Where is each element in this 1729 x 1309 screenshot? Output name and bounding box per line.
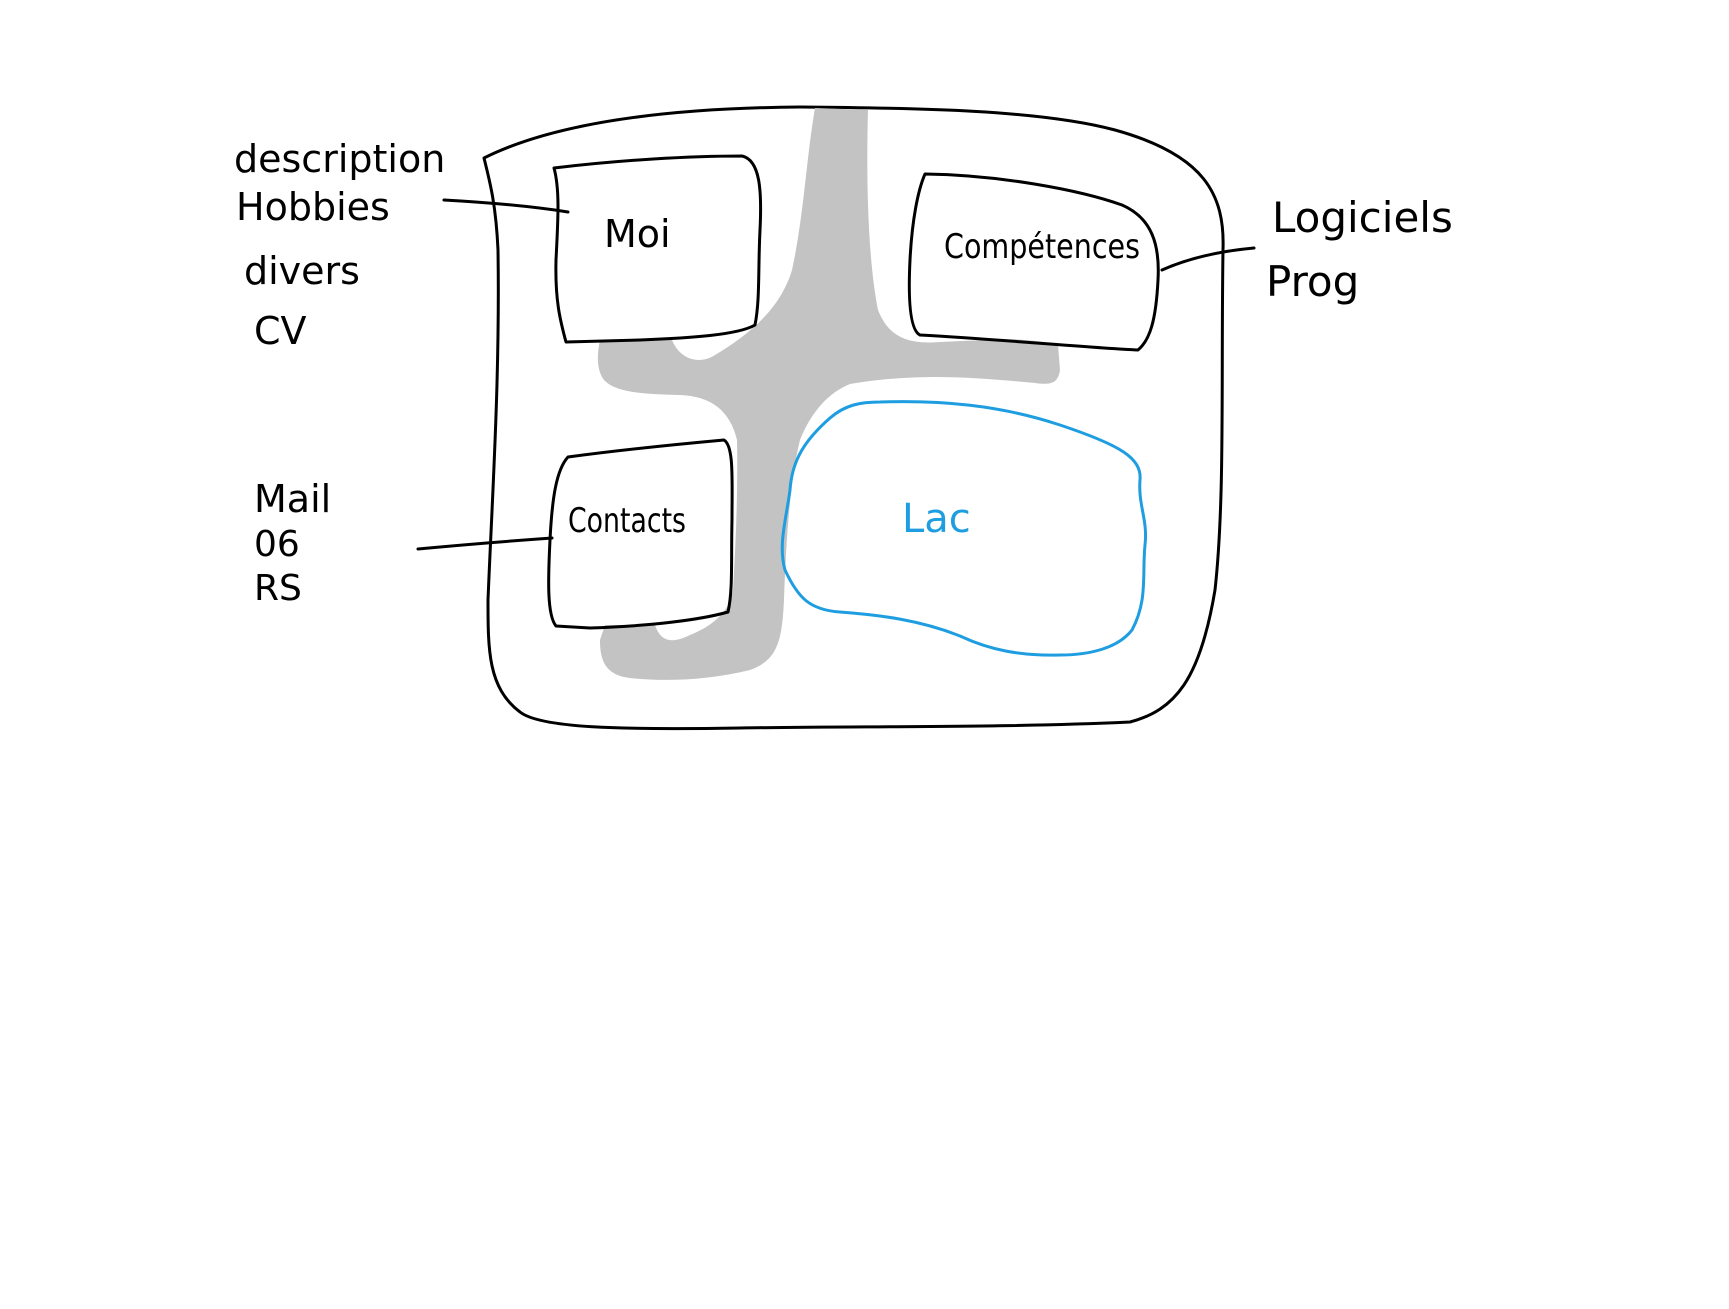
zone-moi-box <box>552 154 763 344</box>
note-moi-hobbies: Hobbies <box>236 185 390 229</box>
zone-lac-label: Lac <box>902 496 971 542</box>
zone-contacts-box <box>547 438 734 630</box>
map-outline <box>482 105 1225 731</box>
note-moi-description: description <box>234 137 445 181</box>
note-contacts-mail: Mail <box>254 477 331 521</box>
connector-contacts <box>416 536 554 551</box>
note-moi-divers: divers <box>244 249 360 293</box>
note-contacts-phone: 06 <box>254 524 300 565</box>
zone-contacts-label: Contacts <box>568 501 686 541</box>
connector-competences <box>1160 246 1256 272</box>
zone-moi-label: Moi <box>604 212 671 256</box>
note-moi-cv: CV <box>254 309 307 353</box>
path-network <box>597 108 1060 680</box>
zone-competences-box <box>907 172 1160 352</box>
connector-moi <box>442 198 570 214</box>
zone-competences-label: Compétences <box>944 227 1140 267</box>
note-competences-logiciels: Logiciels <box>1272 193 1453 242</box>
zone-lac-outline <box>780 400 1148 657</box>
note-competences-prog: Prog <box>1266 257 1359 306</box>
note-contacts-rs: RS <box>254 568 302 609</box>
